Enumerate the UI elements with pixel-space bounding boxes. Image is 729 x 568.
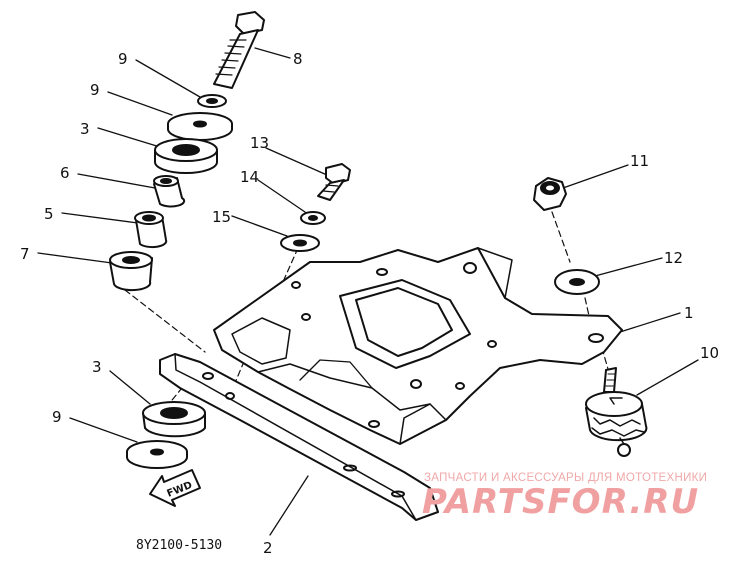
part-code: 8Y2100-5130 — [136, 538, 222, 553]
watermark-tagline: ЗАПЧАСТИ И АКСЕССУАРЫ ДЛЯ МОТОТЕХНИКИ — [424, 472, 708, 484]
callout-5: 6 — [60, 164, 70, 182]
callout-3-lower: 3 — [92, 358, 102, 376]
washer-part-12 — [554, 269, 600, 295]
callout-3-upper: 3 — [80, 120, 90, 138]
callout-9-upper: 9 — [90, 81, 100, 99]
callout-7: 8 — [293, 50, 303, 68]
plate-washer-part-9-upper — [167, 112, 233, 141]
callout-11: 11 — [630, 152, 649, 170]
callout-4: 5 — [44, 205, 54, 223]
washer-part-8 — [197, 94, 227, 108]
damper-part-3-upper — [154, 138, 218, 174]
nut-part-11 — [533, 177, 567, 211]
collar-part-4 — [134, 211, 168, 249]
bracket-part-1 — [213, 247, 623, 445]
leader-lines — [37, 47, 699, 536]
collar-part-5 — [153, 175, 186, 208]
rubber-mount-part-10 — [585, 367, 648, 457]
washer-part-15 — [280, 234, 320, 252]
callout-12: 12 — [664, 249, 683, 267]
callout-numbers: 8 9 9 3 6 5 7 13 14 15 11 12 1 10 3 9 2 … — [20, 50, 719, 557]
callout-9-lower: 9 — [52, 408, 62, 426]
damper-part-3-lower — [142, 401, 206, 438]
watermark-logo: PARTSFOR.RU — [422, 482, 700, 522]
bolt-part-13 — [317, 163, 351, 201]
callout-14: 14 — [240, 168, 259, 186]
bolt-part-7 — [213, 11, 265, 89]
callout-13: 13 — [250, 134, 269, 152]
plate-washer-part-9-lower — [126, 440, 188, 469]
callout-2: 2 — [263, 539, 273, 557]
fwd-direction-arrow: FWD — [149, 469, 201, 507]
collar-part-6 — [109, 251, 153, 292]
callout-15: 15 — [212, 208, 231, 226]
callout-10: 10 — [700, 344, 719, 362]
flat-bar-part-2 — [159, 353, 439, 521]
callout-1: 1 — [684, 304, 694, 322]
callout-6: 7 — [20, 245, 30, 263]
washer-part-14 — [300, 211, 326, 225]
callout-8: 9 — [118, 50, 128, 68]
